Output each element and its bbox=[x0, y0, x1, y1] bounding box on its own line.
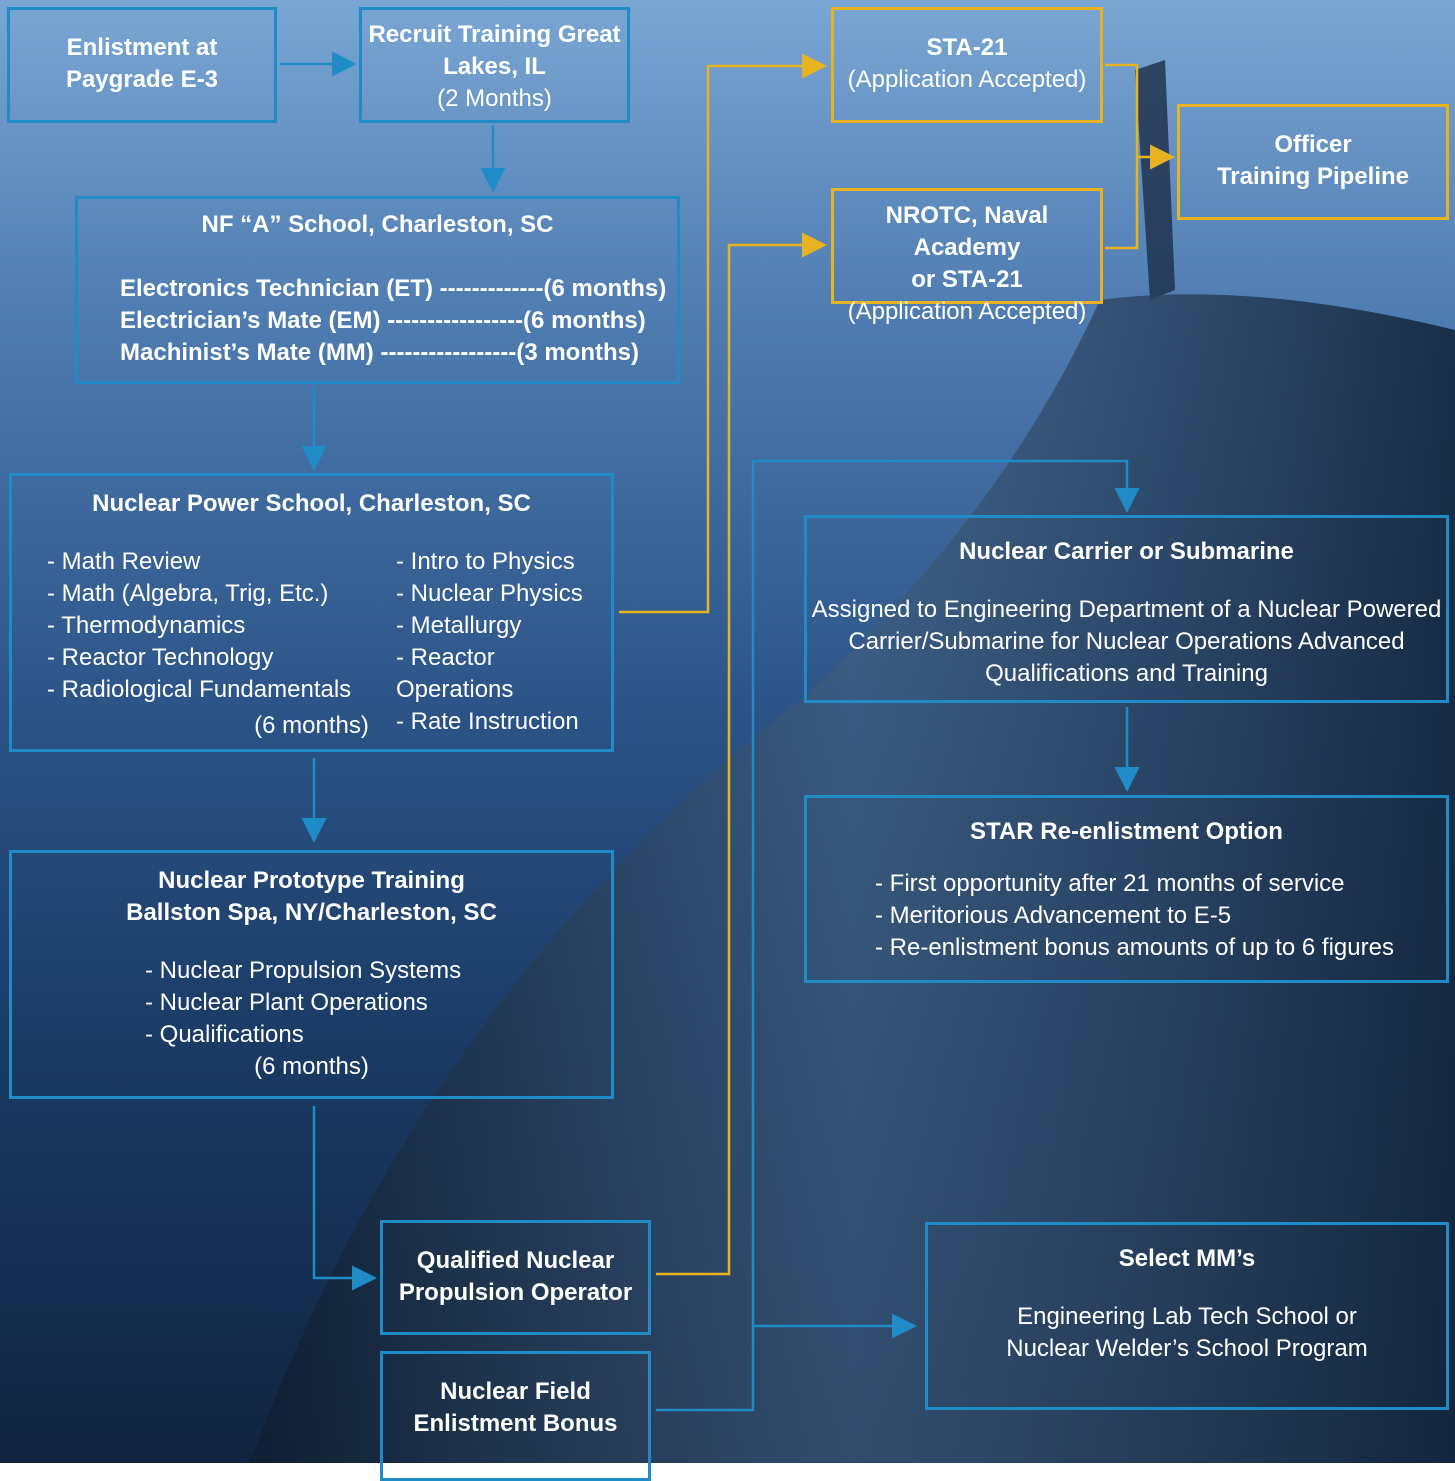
star-item: - First opportunity after 21 months of s… bbox=[875, 870, 1345, 897]
officer-line2: Training Pipeline bbox=[1216, 163, 1410, 190]
enlistment-box: Enlistment at Paygrade E-3 bbox=[7, 7, 277, 123]
power-school-item: - Reactor Operations bbox=[396, 644, 514, 703]
recruit-duration: (2 Months) bbox=[437, 85, 552, 112]
recruit-line1: Recruit Training Great bbox=[368, 21, 621, 48]
arrow-prototype-qualified bbox=[312, 1106, 377, 1291]
a-school-row-et: Electronics Technician (ET) ------------… bbox=[120, 275, 667, 302]
a-school-box: NF “A” School, Charleston, SC Electronic… bbox=[75, 196, 680, 384]
arrow-qualified-nrotc bbox=[656, 232, 827, 1276]
star-item: - Re-enlistment bonus amounts of up to 6… bbox=[875, 934, 1394, 961]
a-school-row-mm: Machinist’s Mate (MM) -----------------(… bbox=[120, 339, 639, 366]
prototype-location: Ballston Spa, NY/Charleston, SC bbox=[126, 899, 497, 926]
sta21-status: (Application Accepted) bbox=[847, 66, 1087, 93]
power-school-item: - Thermodynamics bbox=[47, 612, 246, 639]
carrier-desc-line: Carrier/Submarine for Nuclear Operations… bbox=[848, 628, 1405, 655]
power-school-item: - Metallurgy bbox=[396, 612, 522, 639]
arrow-power-sta21 bbox=[619, 53, 827, 614]
qualified-line1: Qualified Nuclear bbox=[416, 1247, 615, 1274]
power-school-box: Nuclear Power School, Charleston, SC - M… bbox=[9, 473, 614, 752]
select-mm-desc-line: Nuclear Welder’s School Program bbox=[1006, 1335, 1368, 1362]
power-school-title: Nuclear Power School, Charleston, SC bbox=[92, 490, 531, 517]
nrotc-status: (Application Accepted) bbox=[847, 298, 1087, 325]
power-school-item: - Math Review bbox=[47, 548, 201, 575]
carrier-submarine-box: Nuclear Carrier or Submarine Assigned to… bbox=[804, 515, 1449, 703]
select-mm-box: Select MM’s Engineering Lab Tech School … bbox=[925, 1222, 1449, 1410]
bonus-line1: Nuclear Field bbox=[440, 1378, 591, 1405]
star-title: STAR Re-enlistment Option bbox=[970, 818, 1283, 845]
select-mm-title: Select MM’s bbox=[1118, 1245, 1256, 1272]
star-reenlistment-box: STAR Re-enlistment Option - First opport… bbox=[804, 795, 1449, 983]
bonus-line2: Enlistment Bonus bbox=[413, 1410, 618, 1437]
officer-line1: Officer bbox=[1274, 131, 1352, 158]
select-mm-desc-line: Engineering Lab Tech School or bbox=[1017, 1303, 1357, 1330]
power-school-duration: (6 months) bbox=[254, 712, 369, 739]
prototype-box: Nuclear Prototype Training Ballston Spa,… bbox=[9, 850, 614, 1099]
recruit-line2: Lakes, IL bbox=[443, 53, 546, 80]
sta21-title: STA-21 bbox=[926, 34, 1008, 61]
sta21-box: STA-21 (Application Accepted) bbox=[831, 7, 1103, 123]
star-item: - Meritorious Advancement to E-5 bbox=[875, 902, 1232, 929]
enlistment-line2: Paygrade E-3 bbox=[65, 66, 219, 93]
carrier-title: Nuclear Carrier or Submarine bbox=[959, 538, 1294, 565]
a-school-title: NF “A” School, Charleston, SC bbox=[201, 211, 554, 238]
nrotc-box: NROTC, Naval Academy or STA-21 (Applicat… bbox=[831, 188, 1103, 325]
power-school-item: - Nuclear Physics bbox=[396, 580, 583, 607]
prototype-item: - Nuclear Propulsion Systems bbox=[145, 957, 462, 984]
enlistment-line1: Enlistment at bbox=[66, 34, 218, 61]
prototype-item: - Nuclear Plant Operations bbox=[145, 989, 428, 1016]
enlistment-bonus-box: Nuclear Field Enlistment Bonus bbox=[380, 1351, 651, 1481]
arrow-to-carrier bbox=[656, 459, 1140, 1412]
officer-pipeline-box: Officer Training Pipeline bbox=[1177, 104, 1449, 220]
recruit-training-box: Recruit Training Great Lakes, IL (2 Mont… bbox=[359, 7, 630, 123]
power-school-item: - Reactor Technology bbox=[47, 644, 274, 671]
nrotc-line1: NROTC, Naval Academy bbox=[885, 202, 1049, 261]
qualified-operator-box: Qualified Nuclear Propulsion Operator bbox=[380, 1220, 651, 1335]
qualified-line2: Propulsion Operator bbox=[398, 1279, 633, 1306]
bracket-officer bbox=[1105, 63, 1170, 250]
a-school-row-em: Electrician’s Mate (EM) ----------------… bbox=[120, 307, 646, 334]
carrier-desc-line: Qualifications and Training bbox=[985, 660, 1268, 687]
power-school-item: - Math (Algebra, Trig, Etc.) bbox=[47, 580, 329, 607]
power-school-item: - Radiological Fundamentals bbox=[47, 676, 352, 703]
power-school-item: - Rate Instruction bbox=[396, 708, 579, 735]
power-school-item: - Intro to Physics bbox=[396, 548, 575, 575]
nrotc-line2: or STA-21 bbox=[911, 266, 1023, 293]
prototype-duration: (6 months) bbox=[254, 1053, 369, 1080]
carrier-desc-line: Assigned to Engineering Department of a … bbox=[811, 596, 1442, 623]
prototype-item: - Qualifications bbox=[145, 1021, 304, 1048]
prototype-title: Nuclear Prototype Training bbox=[158, 867, 465, 894]
